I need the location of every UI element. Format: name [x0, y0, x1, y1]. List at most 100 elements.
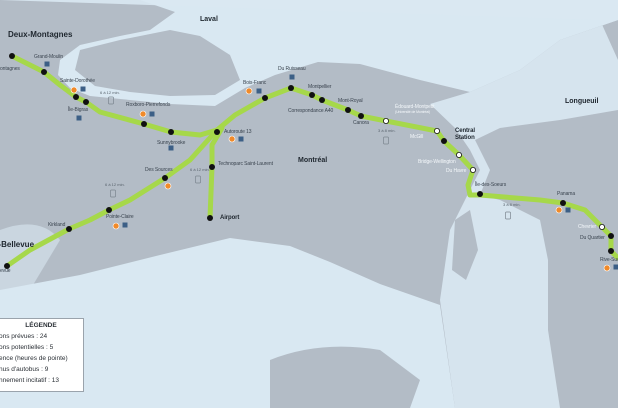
train-icon: [108, 96, 114, 105]
station-dot[interactable]: [73, 94, 79, 100]
station-label: Central Station: [455, 128, 475, 141]
station-dot[interactable]: [207, 215, 213, 221]
station-dot[interactable]: [608, 233, 614, 239]
bus-terminus-icon: [245, 87, 253, 95]
train-icon: [383, 136, 389, 145]
station-label: Technoparc Saint-Laurent: [218, 161, 273, 167]
station-label: Autoroute 13: [224, 129, 252, 135]
legend-item: nnement incitatif : 13: [0, 377, 59, 384]
station-dot[interactable]: [4, 263, 10, 269]
station-dot[interactable]: [358, 113, 364, 119]
frequency-label: 3 à 8 min.: [503, 202, 521, 207]
station-label: Île-Bigras: [68, 107, 89, 113]
station-dot[interactable]: [477, 191, 483, 197]
station-dot[interactable]: [168, 129, 174, 135]
station-label: Panama: [557, 191, 576, 197]
station-label: evue: [0, 268, 11, 274]
bus-terminus-icon: [228, 135, 236, 143]
station-dot[interactable]: [83, 99, 89, 105]
station-label: Kirkland: [48, 222, 66, 228]
train-icon: [195, 175, 201, 184]
station-label: (Université de Montréal): [395, 110, 430, 114]
station-dot[interactable]: [106, 207, 112, 213]
station-label: Montpellier: [308, 84, 332, 90]
station-dot[interactable]: [162, 175, 168, 181]
station-label: Des Sources: [145, 167, 173, 173]
bus-terminus-icon: [139, 110, 147, 118]
parking-icon: [613, 264, 618, 270]
parking-icon: [238, 136, 244, 142]
station-label: Édouard-Montpetit: [395, 104, 435, 110]
station-label: Correspondance A40: [288, 108, 334, 114]
station-label: Sainte-Dorothée: [60, 78, 95, 84]
parking-icon: [122, 222, 128, 228]
legend-item: nus d'autobus : 9: [0, 366, 49, 373]
station-dot[interactable]: [9, 53, 15, 59]
frequency-label: 6 à 12 min.: [105, 182, 125, 187]
station-label: Mont-Royal: [338, 98, 363, 104]
station-dot[interactable]: [599, 223, 606, 230]
station-label: Canora: [353, 120, 369, 126]
station-dot[interactable]: [262, 95, 268, 101]
station-dot[interactable]: [441, 138, 447, 144]
station-dot[interactable]: [455, 151, 462, 158]
station-dot[interactable]: [214, 129, 220, 135]
station-label: Du Quartier: [580, 235, 605, 241]
rem-airport-branch: [207, 125, 225, 221]
frequency-label: 6 à 12 min.: [190, 167, 210, 172]
station-label: Airport: [220, 215, 240, 221]
station-dot[interactable]: [345, 107, 351, 113]
region-label: Montréal: [298, 157, 328, 164]
station-label: ontagnes: [0, 66, 20, 72]
frequency-label: 3 à 8 min.: [378, 128, 396, 133]
bus-terminus-icon: [164, 182, 172, 190]
station-dot[interactable]: [469, 166, 476, 173]
parking-icon: [149, 111, 155, 117]
station-dot[interactable]: [309, 92, 315, 98]
station-label: Bois-Franc: [243, 80, 267, 86]
parking-icon: [80, 86, 86, 92]
rem-west-branch: [4, 127, 220, 269]
train-icon: [505, 211, 511, 220]
legend: LÉGENDE ons prévues : 24 ons potentielle…: [0, 318, 84, 392]
parking-icon: [289, 74, 295, 80]
station-label: Pointe-Claire: [106, 214, 134, 220]
station-dot[interactable]: [382, 118, 389, 125]
station-dot[interactable]: [41, 69, 47, 75]
station-dot[interactable]: [141, 121, 147, 127]
legend-item: ence (heures de pointe): [0, 355, 68, 362]
region-label: Laval: [200, 16, 218, 23]
bus-terminus-icon: [70, 86, 78, 94]
station-label: Sunnybrooke: [157, 140, 186, 146]
parking-icon: [256, 88, 262, 94]
legend-item: ons prévues : 24: [0, 333, 48, 340]
station-dot[interactable]: [209, 164, 215, 170]
station-dot[interactable]: [319, 97, 325, 103]
station-label: McGill: [410, 134, 424, 140]
parking-icon: [168, 145, 174, 151]
station-label: Bridge-Wellington: [418, 159, 456, 165]
station-dot[interactable]: [433, 127, 440, 134]
station-dot[interactable]: [608, 248, 614, 254]
frequency-label: 6 à 12 min.: [100, 90, 120, 95]
station-dot[interactable]: [288, 85, 294, 91]
station-label: Grand-Moulin: [34, 54, 64, 60]
parking-icon: [565, 207, 571, 213]
region-label: e-Bellevue: [0, 240, 35, 249]
station-label: Du Ruisseau: [278, 66, 306, 72]
station-dot[interactable]: [560, 200, 566, 206]
station-label: Chevrier: [578, 224, 597, 230]
region-label: Longueuil: [565, 98, 599, 105]
legend-title: LÉGENDE: [25, 322, 57, 329]
station-label: Rive-Sud: [600, 257, 618, 263]
islands: [0, 30, 618, 408]
rem-main-line: [9, 53, 618, 261]
station-label: Île-des-Soeurs: [475, 182, 507, 188]
bus-terminus-icon: [555, 206, 563, 214]
station-dot[interactable]: [66, 226, 72, 232]
station-label: Du Havre: [446, 168, 467, 174]
region-label: Deux-Montagnes: [8, 30, 73, 39]
parking-icon: [76, 115, 82, 121]
bus-terminus-icon: [603, 264, 611, 272]
